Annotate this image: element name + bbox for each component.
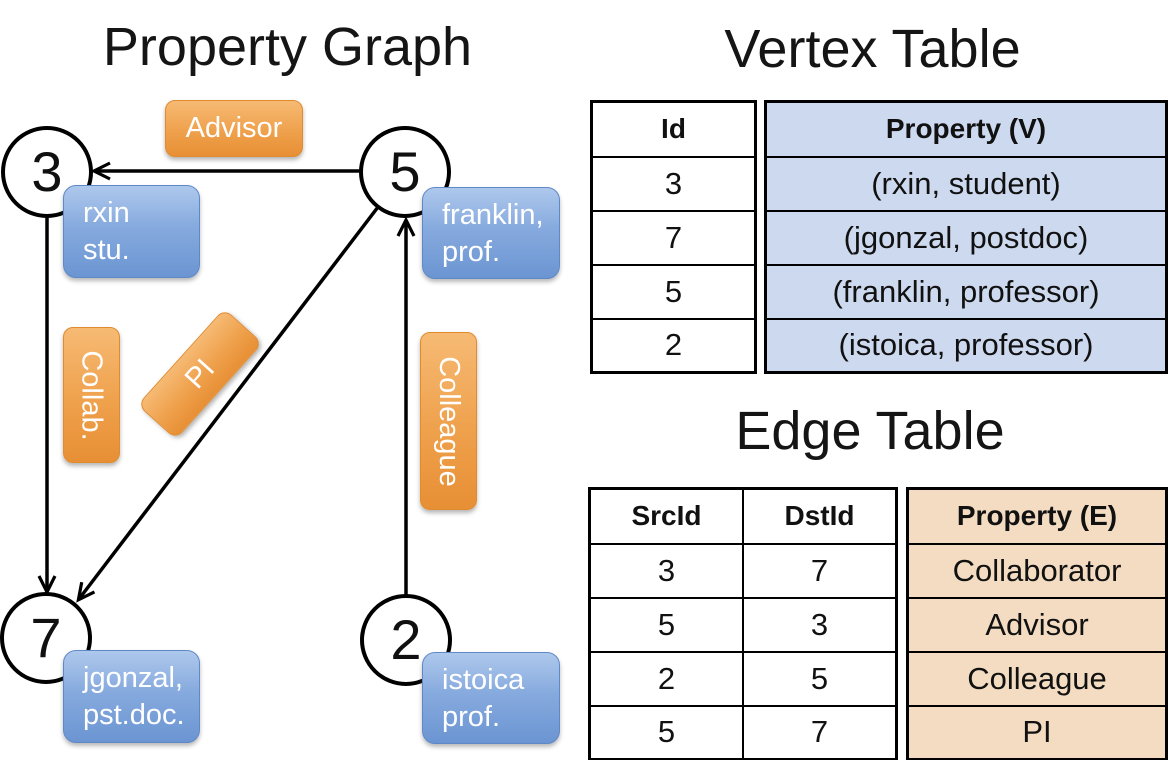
node-7-property-line1: jgonzal, <box>83 662 183 694</box>
node-3-id: 3 <box>31 140 63 203</box>
table-row: Collaborator <box>906 542 1168 599</box>
edge-table-id-columns: SrcId DstId 3 7 5 3 2 5 5 7 <box>588 487 898 760</box>
vertex-table-header-property: Property (V) <box>764 100 1168 158</box>
edge-table-header-property: Property (E) <box>906 487 1168 545</box>
table-row: 2 <box>590 317 757 374</box>
table-row: (jgonzal, postdoc) <box>764 209 1168 266</box>
edge-label-collab-text: Collab. <box>76 349 108 441</box>
property-graph-title: Property Graph <box>102 17 473 77</box>
table-row: 3 <box>590 155 757 212</box>
table-row: 2 5 <box>588 650 898 707</box>
node-5-property-line1: franklin, <box>442 199 544 231</box>
node-7-property-label: jgonzal, pst.doc. <box>63 650 200 743</box>
table-row: (rxin, student) <box>764 155 1168 212</box>
vertex-table-header-id: Id <box>590 100 757 158</box>
edge-label-advisor-text: Advisor <box>185 112 283 144</box>
table-row: (franklin, professor) <box>764 263 1168 320</box>
node-2-property-label: istoica prof. <box>422 652 560 744</box>
edge-table-property-column: Property (E) Collaborator Advisor Collea… <box>906 487 1168 760</box>
node-2-property-line1: istoica <box>442 664 525 696</box>
table-row: Colleague <box>906 650 1168 707</box>
table-row: Advisor <box>906 596 1168 653</box>
edge-table-header-dstid: DstId <box>742 487 898 545</box>
vertex-table-property-column: Property (V) (rxin, student) (jgonzal, p… <box>764 100 1168 374</box>
edge-table-title: Edge Table <box>735 401 1005 461</box>
edge-label-colleague-text: Colleague <box>433 355 466 487</box>
node-7-id: 7 <box>30 606 62 669</box>
node-5-id: 5 <box>389 140 421 203</box>
node-3-property-line1: rxin <box>83 197 130 229</box>
edge-label-pi-text: PI <box>178 352 221 395</box>
edge-table-header-srcid: SrcId <box>588 487 744 545</box>
node-7-property-line2: pst.doc. <box>83 699 185 731</box>
table-row: 7 <box>590 209 757 266</box>
edge-label-advisor: Advisor <box>165 100 303 157</box>
table-row: (istoica, professor) <box>764 317 1168 374</box>
edge-label-collab: Collab. <box>63 327 120 463</box>
table-row: 5 <box>590 263 757 320</box>
table-row: 5 3 <box>588 596 898 653</box>
node-5-property-label: franklin, prof. <box>422 187 560 279</box>
table-row: 3 7 <box>588 542 898 599</box>
vertex-table-title: Vertex Table <box>724 19 1021 79</box>
edge-label-colleague: Colleague <box>420 332 477 510</box>
node-5-property-line2: prof. <box>442 236 501 268</box>
node-2-property-line2: prof. <box>442 701 501 733</box>
vertex-table-id-column: Id 3 7 5 2 <box>590 100 757 374</box>
node-2-id: 2 <box>390 608 422 671</box>
node-3-property-label: rxin stu. <box>63 185 200 278</box>
node-3-property-line2: stu. <box>83 234 130 266</box>
edge-pi-5-to-7 <box>76 205 380 603</box>
table-row: PI <box>906 704 1168 760</box>
table-row: 5 7 <box>588 704 898 760</box>
